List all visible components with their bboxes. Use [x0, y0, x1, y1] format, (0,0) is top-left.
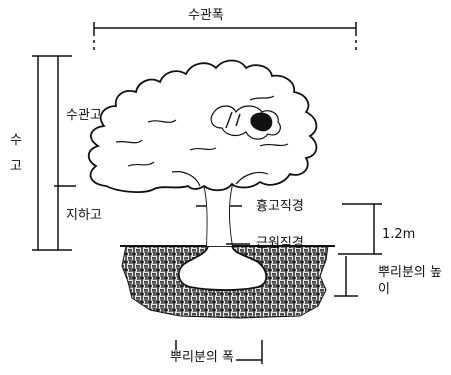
- breast-height-label: 1.2m: [382, 227, 416, 242]
- tree-crown: [87, 59, 318, 193]
- leaf-shadow: [250, 112, 273, 132]
- trunk-fill: [204, 185, 232, 246]
- rootball-depth-label: 뿌리분의 높이: [378, 265, 442, 297]
- dbh-label: 흉고직경: [256, 199, 304, 214]
- trunk-clear-height-label: 지하고: [66, 208, 102, 223]
- crown-height-label: 수관고: [66, 108, 102, 123]
- branch-lines: [225, 111, 241, 129]
- tree-height-label: 수고: [10, 133, 22, 174]
- root-collar-label: 근원직경: [256, 236, 304, 251]
- crown-detail-lines: [115, 95, 289, 187]
- crown-width-label: 수관폭: [186, 8, 226, 23]
- rootball-width-label: 뿌리분의 폭: [168, 350, 236, 365]
- rootball-shape: [177, 245, 268, 291]
